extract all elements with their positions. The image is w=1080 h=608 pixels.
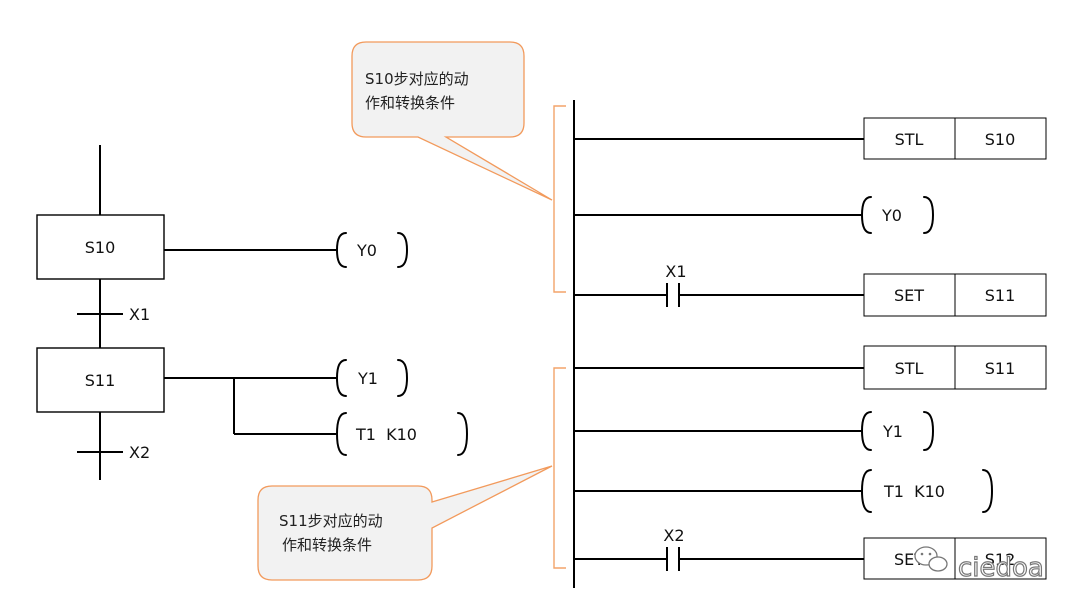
callout-bottom-line2: 作和转换条件 <box>282 536 372 554</box>
sfc-transition-x1-label: X1 <box>129 305 150 324</box>
sfc-timer-right <box>457 412 469 456</box>
sfc-coil-y0-left <box>335 232 347 268</box>
rung3-contact-label: X1 <box>665 262 686 281</box>
rung4-operand-cell <box>954 345 1047 390</box>
rung1-operand: S10 <box>985 130 1016 149</box>
sfc-coil-y0-right <box>397 232 409 268</box>
rung6-timer-right <box>982 469 994 513</box>
rung7-operand-cell <box>954 537 1047 580</box>
sfc-coil-y1-label: Y1 <box>357 369 378 388</box>
rung4-operand: S11 <box>985 359 1016 378</box>
watermark: ciedoa <box>914 546 1044 584</box>
bracket-s11-group <box>553 367 566 569</box>
sfc-step-s11-label: S11 <box>85 371 116 390</box>
rung5-coil-right <box>923 411 935 451</box>
sfc-step-s11 <box>36 347 165 413</box>
rung3-operand: S11 <box>985 286 1016 305</box>
callout-top: S10步对应的动 作和转换条件 <box>351 41 553 201</box>
sfc-diagram: S10 X1 S11 X2 Y0 Y1 T1 K10 <box>36 145 469 480</box>
bracket-s10-group <box>553 105 566 293</box>
callout-bottom-shape <box>257 465 553 581</box>
wechat-icon <box>914 546 948 572</box>
rung3-instr: SET <box>894 286 924 305</box>
rung4-instr: STL <box>895 359 924 378</box>
sfc-coil-y0-label: Y0 <box>356 241 377 260</box>
callout-top-line2: 作和转换条件 <box>365 94 455 112</box>
callout-top-line1: S10步对应的动 <box>365 70 469 88</box>
callout-bottom-line1: S11步对应的动 <box>279 512 383 530</box>
rung7-operand: S12 <box>985 550 1016 569</box>
rung4-instr-cell <box>863 345 956 390</box>
callout-bottom: S11步对应的动 作和转换条件 <box>257 465 553 581</box>
sfc-timer-left <box>335 412 347 456</box>
rung6-timer-label: T1 K10 <box>883 482 945 501</box>
rung3-operand-cell <box>954 273 1047 317</box>
rung3-instr-cell <box>863 273 956 317</box>
ladder-diagram: STL S10 Y0 X1 SET S11 STL S11 Y1 T1 K10 <box>573 100 1047 588</box>
rung5-coil-label: Y1 <box>882 422 903 441</box>
sfc-step-s10-label: S10 <box>85 238 116 257</box>
watermark-text: ciedoa <box>958 553 1044 583</box>
sfc-coil-y1-right <box>397 359 409 397</box>
rung2-coil-right <box>923 196 935 234</box>
sfc-transition-x2-label: X2 <box>129 443 150 462</box>
rung2-coil-label: Y0 <box>881 206 902 225</box>
sfc-timer-label: T1 K10 <box>355 425 417 444</box>
rung2-coil-left <box>860 196 872 234</box>
rung5-coil-left <box>860 411 872 451</box>
rung7-contact-label: X2 <box>663 526 684 545</box>
callout-top-shape <box>351 41 553 201</box>
rung1-instr: STL <box>895 130 924 149</box>
rung1-operand-cell <box>954 117 1047 160</box>
rung6-timer-left <box>860 469 872 513</box>
sfc-coil-y1-left <box>335 359 347 397</box>
